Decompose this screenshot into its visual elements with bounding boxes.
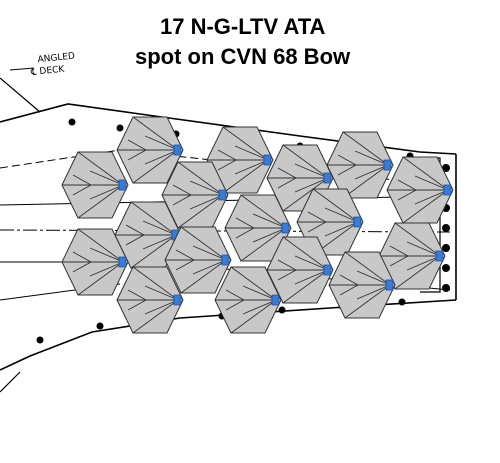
aircraft-nozzle [263, 154, 272, 166]
aircraft-nozzle [118, 179, 127, 191]
ngltv-aircraft-icon [378, 222, 446, 290]
ngltv-aircraft-icon [266, 236, 334, 304]
ngltv-aircraft-icon [214, 266, 282, 334]
diagram-title-line1: 17 N-G-LTV ATA [160, 14, 326, 39]
aircraft-nozzle [281, 222, 290, 234]
aircraft-nozzle [173, 294, 182, 306]
diagram-title-line2: spot on CVN 68 Bow [135, 44, 351, 69]
aircraft-nozzle [218, 189, 227, 201]
aircraft-nozzle [435, 250, 444, 262]
ngltv-aircraft-icon [61, 151, 129, 219]
ngltv-aircraft-icon [116, 116, 184, 184]
ngltv-aircraft-icon [224, 194, 292, 262]
deck-label-leader [9, 67, 35, 71]
ngltv-aircraft-icon [328, 251, 396, 319]
aircraft-nozzle [353, 216, 362, 228]
aircraft-nozzle [221, 254, 230, 266]
aircraft-nozzle [271, 294, 280, 306]
aircraft-nozzle [173, 144, 182, 156]
aircraft-nozzle [323, 264, 332, 276]
tie-down-markers [36, 118, 450, 344]
ngltv-aircraft-icon [116, 266, 184, 334]
angled-deck-label: ANGLED ℄ DECK [29, 51, 75, 79]
aircraft-nozzle [323, 172, 332, 184]
angled-deck-label-line2: ℄ DECK [29, 65, 65, 79]
aircraft-layer [61, 116, 454, 334]
aircraft-nozzle [385, 279, 394, 291]
ngltv-aircraft-icon [61, 228, 129, 296]
angled-deck-label-line1: ANGLED [37, 51, 75, 65]
ngltv-aircraft-icon [326, 131, 394, 199]
ngltv-aircraft-icon [164, 226, 232, 294]
aircraft-nozzle [443, 184, 452, 196]
aircraft-nozzle [118, 256, 127, 268]
aircraft-nozzle [383, 159, 392, 171]
